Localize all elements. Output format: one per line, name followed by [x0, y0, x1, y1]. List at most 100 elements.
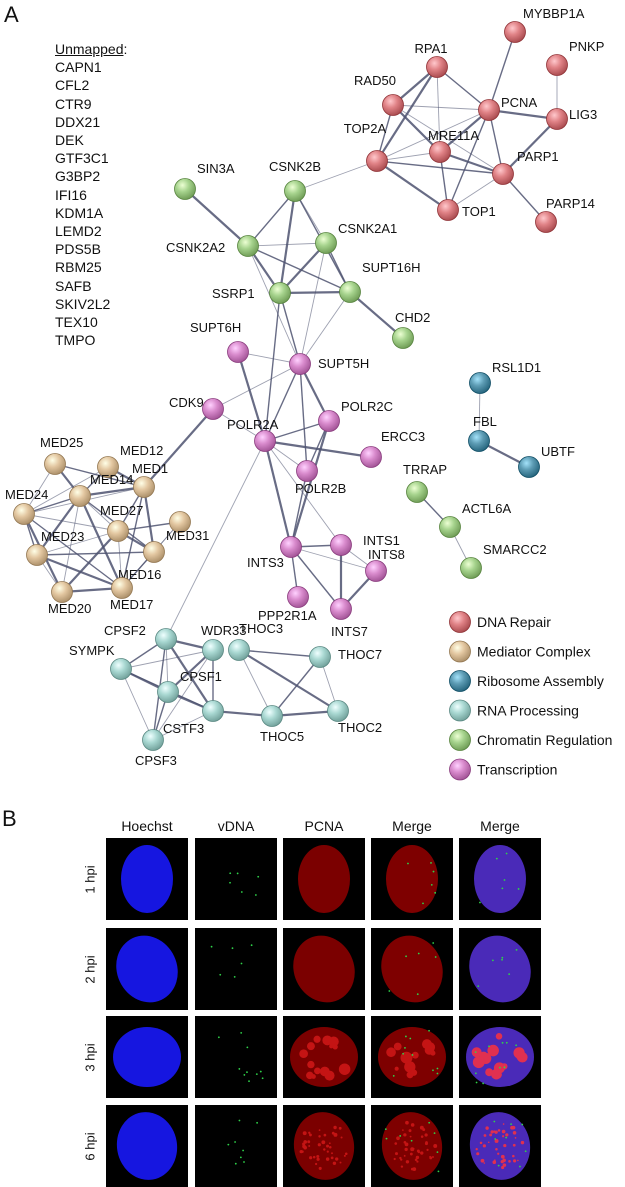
node-label: LIG3 [569, 107, 597, 122]
edge-rpa1-pcna [436, 66, 490, 111]
node-cpsf2[interactable]: CPSF2 [104, 623, 177, 650]
node-pnkp[interactable]: PNKP [546, 39, 605, 76]
node-mre11a[interactable]: MRE11A [428, 128, 479, 163]
edge-med14-med17 [78, 495, 124, 589]
micrograph-vdna-3 [195, 1016, 277, 1098]
node-mybbp1a[interactable]: MYBBP1A [504, 6, 585, 43]
node-med24[interactable]: MED24 [5, 487, 48, 525]
node-ppp2r1a[interactable]: PPP2R1A [258, 586, 317, 624]
node-csnk2b[interactable]: CSNK2B [269, 159, 321, 202]
node-sin3a[interactable]: SIN3A [174, 161, 235, 200]
node-pcna[interactable]: PCNA [478, 95, 538, 121]
unmapped-item: IFI16 [55, 186, 87, 203]
node-circle [518, 456, 540, 478]
node-thoc3[interactable]: THOC3 [228, 621, 284, 661]
micrograph-pcna-2 [283, 928, 365, 1010]
node-cpsf3[interactable]: CPSF3 [135, 729, 177, 769]
unmapped-item: DDX21 [55, 113, 101, 130]
node-med23[interactable]: MED23 [26, 529, 85, 566]
node-sympk[interactable]: SYMPK [69, 643, 132, 680]
edge-supt16h-chd2 [349, 291, 404, 339]
node-circle [111, 577, 133, 599]
node-top1[interactable]: TOP1 [437, 199, 496, 221]
node-thoc2[interactable]: THOC2 [327, 700, 383, 736]
edge-rpa1-mre11a [436, 66, 441, 153]
edge-supt5h-polr2b [299, 363, 308, 472]
node-thoc5[interactable]: THOC5 [260, 705, 304, 745]
edge-pcna-top2a [376, 109, 490, 162]
edge-rad50-mre11a [392, 104, 441, 153]
node-label: CSTF3 [163, 721, 204, 736]
edge-thoc3-thoc5 [238, 649, 273, 717]
node-smarcc2[interactable]: SMARCC2 [460, 542, 547, 579]
node-ints1[interactable]: INTS1 [330, 533, 400, 556]
node-circle [546, 108, 568, 130]
micrograph-pcna-3 [283, 1016, 365, 1098]
node-rsl1d1[interactable]: RSL1D1 [469, 360, 542, 394]
edge-parp1-lig3 [502, 118, 558, 175]
edge-csnk2b-ssrp1 [278, 190, 297, 294]
edge-polr2a-ints3 [263, 440, 293, 548]
node-thoc7[interactable]: THOC7 [309, 646, 383, 668]
node-med20[interactable]: MED20 [48, 581, 91, 617]
node-label: CDK9 [169, 395, 204, 410]
node-label: CSNK2A2 [166, 240, 225, 255]
node-actl6a[interactable]: ACTL6A [439, 501, 512, 538]
node-supt16h[interactable]: SUPT16H [339, 260, 421, 303]
node-top2a[interactable]: TOP2A [344, 121, 388, 172]
edge-pcna-top1 [447, 109, 490, 211]
node-med14[interactable]: MED14 [69, 472, 134, 507]
panel-b-label: B [2, 806, 17, 831]
node-med12[interactable]: MED12 [97, 443, 164, 478]
node-circle [339, 281, 361, 303]
node-circle [284, 180, 306, 202]
node-circle [287, 586, 309, 608]
node-polr2a[interactable]: POLR2A [227, 417, 279, 452]
edge-top2a-top1 [376, 160, 449, 211]
node-polr2c[interactable]: POLR2C [318, 399, 394, 432]
node-cstf3[interactable]: CSTF3 [163, 700, 224, 737]
node-ints8[interactable]: INTS8 [365, 547, 405, 582]
node-csnk2a1[interactable]: CSNK2A1 [315, 221, 398, 254]
node-circle [169, 511, 191, 533]
node-cdk9[interactable]: CDK9 [169, 395, 224, 420]
node-med16[interactable]: MED16 [118, 541, 165, 583]
node-med1[interactable]: MED1 [132, 461, 168, 498]
node-med17[interactable]: MED17 [110, 577, 153, 613]
node-ubtf[interactable]: UBTF [518, 444, 576, 478]
node-ints7[interactable]: INTS7 [330, 598, 368, 640]
edge-thoc7-thoc5 [271, 656, 321, 717]
node-med25[interactable]: MED25 [40, 435, 83, 475]
node-trrap[interactable]: TRRAP [403, 462, 447, 503]
node-med31[interactable]: MED31 [166, 511, 209, 544]
edge-top2a-csnk2b [294, 160, 378, 192]
node-parp1[interactable]: PARP1 [492, 149, 559, 185]
node-fbl[interactable]: FBL [468, 414, 497, 452]
node-supt6h[interactable]: SUPT6H [190, 320, 249, 363]
micrograph-image [381, 1112, 443, 1180]
node-polr2b[interactable]: POLR2B [295, 460, 346, 497]
node-med27[interactable]: MED27 [100, 503, 143, 542]
node-supt5h[interactable]: SUPT5H [289, 353, 370, 375]
node-rpa1[interactable]: RPA1 [415, 41, 448, 78]
unmapped-item: G3BP2 [55, 168, 101, 185]
node-ssrp1[interactable]: SSRP1 [212, 282, 291, 304]
edge-sin3a-csnk2a2 [184, 188, 249, 247]
node-wdr33[interactable]: WDR33 [201, 623, 247, 661]
node-parp14[interactable]: PARP14 [535, 196, 595, 233]
node-circle [26, 544, 48, 566]
unmapped-item: DEK [55, 132, 84, 149]
node-chd2[interactable]: CHD2 [392, 310, 431, 349]
node-rad50[interactable]: RAD50 [354, 73, 404, 116]
node-cpsf1[interactable]: CPSF1 [157, 669, 222, 703]
node-label: POLR2A [227, 417, 279, 432]
node-lig3[interactable]: LIG3 [546, 107, 598, 130]
edge-ssrp1-supt16h [279, 290, 351, 295]
micrograph-image [381, 935, 443, 1003]
node-label: MRE11A [428, 128, 479, 143]
legend-label: DNA Repair [477, 614, 551, 630]
node-ercc3[interactable]: ERCC3 [360, 429, 426, 468]
node-csnk2a2[interactable]: CSNK2A2 [166, 235, 259, 257]
node-label: CSNK2A1 [338, 221, 397, 236]
node-ints3[interactable]: INTS3 [247, 536, 302, 571]
